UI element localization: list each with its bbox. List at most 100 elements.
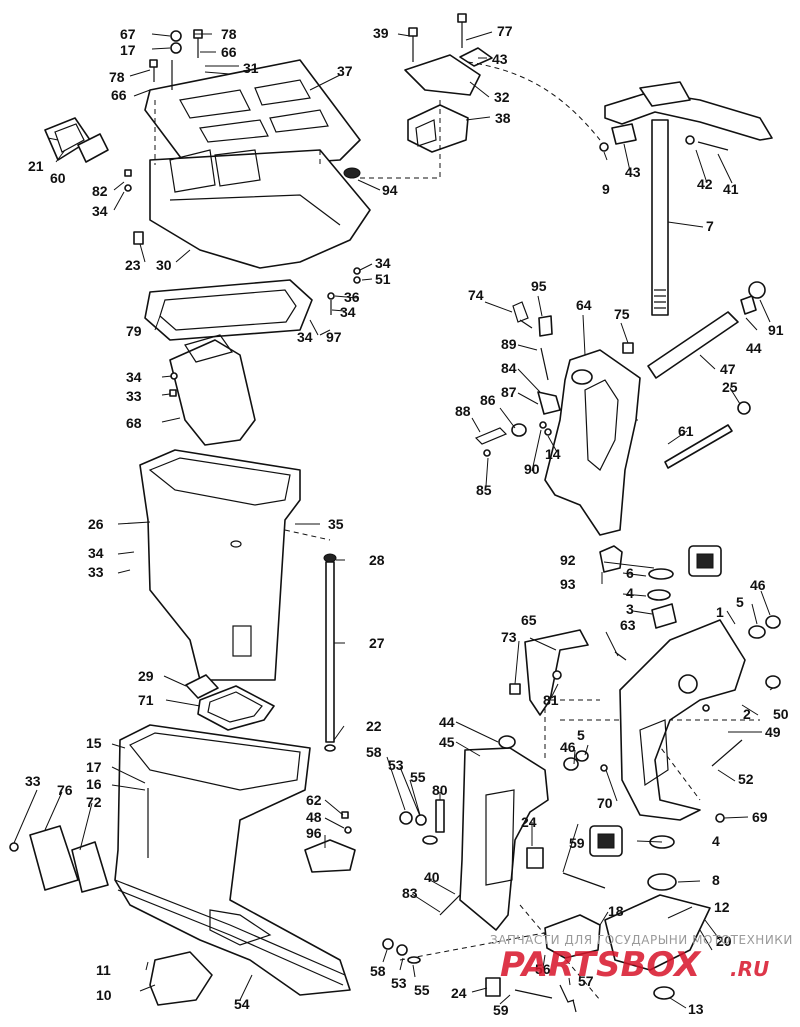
parts-4-8-12-13 (544, 835, 711, 1000)
callout-4: 4 (626, 585, 634, 601)
lower-housing-15 (114, 724, 351, 996)
bracket-32-block-38 (404, 13, 493, 153)
watermark-caption: ЗАПЧАСТИ ДЛЯ ГОСУДАРЫНИ МОТОТЕХНИКИ (490, 933, 793, 947)
callout-69: 69 (752, 809, 768, 825)
callout-34e: 34 (126, 369, 142, 385)
callout-labels: 67 17 78 66 78 66 31 37 21 60 82 34 23 3… (25, 23, 789, 1018)
callout-82: 82 (92, 183, 108, 199)
callout-86: 86 (480, 392, 496, 408)
callout-46: 46 (750, 577, 766, 593)
callout-84: 84 (501, 360, 517, 376)
callout-6: 6 (626, 565, 634, 581)
callout-34-lower: 34 (88, 545, 104, 561)
callout-25: 25 (722, 379, 738, 395)
parts-46-52-2-69-70 (509, 651, 743, 823)
callout-54: 54 (234, 996, 250, 1012)
seal-29-gasket-71 (185, 674, 275, 731)
callout-33b: 33 (88, 564, 104, 580)
callout-59b: 59 (493, 1002, 509, 1018)
callout-49: 49 (765, 724, 781, 740)
callout-78: 78 (221, 26, 237, 42)
steering-arm-and-tube-7 (599, 81, 773, 316)
callout-17: 17 (120, 42, 136, 58)
callout-18: 18 (608, 903, 624, 919)
callout-16: 16 (86, 776, 102, 792)
hardware-53-55-58-80 (382, 799, 461, 964)
callout-36: 36 (344, 289, 360, 305)
callout-58b: 58 (370, 963, 386, 979)
callout-57: 57 (578, 973, 594, 989)
callout-20: 20 (716, 933, 732, 949)
callout-21: 21 (28, 158, 44, 174)
fasteners-upper (124, 29, 361, 397)
callout-56: 56 (535, 961, 551, 977)
callout-90: 90 (524, 461, 540, 477)
callout-33c: 33 (25, 773, 41, 789)
exhaust-housing-26 (139, 449, 301, 681)
callout-34d: 34 (297, 329, 313, 345)
callout-51: 51 (375, 271, 391, 287)
shaft-47-and-rod-61 (647, 281, 766, 469)
callout-26: 26 (88, 516, 104, 532)
callout-12: 12 (714, 899, 730, 915)
callout-28: 28 (369, 552, 385, 568)
callout-5b: 5 (577, 727, 585, 743)
callout-53: 53 (388, 757, 404, 773)
callout-59: 59 (569, 835, 585, 851)
part-96 (304, 811, 356, 873)
callout-53b: 53 (391, 975, 407, 991)
callout-13: 13 (688, 1001, 704, 1017)
callout-79: 79 (126, 323, 142, 339)
callout-22: 22 (366, 718, 382, 734)
callout-46b: 46 (560, 739, 576, 755)
callout-88: 88 (455, 403, 471, 419)
callout-62: 62 (306, 792, 322, 808)
callout-64: 64 (576, 297, 592, 313)
callout-24b: 24 (451, 985, 467, 1001)
callout-83: 83 (402, 885, 418, 901)
callout-95: 95 (531, 278, 547, 294)
callout-80: 80 (432, 782, 448, 798)
icon-box-top (688, 545, 722, 577)
callout-8: 8 (712, 872, 720, 888)
callout-29: 29 (138, 668, 154, 684)
callout-78b: 78 (109, 69, 125, 85)
callout-92: 92 (560, 552, 576, 568)
callout-71: 71 (138, 692, 154, 708)
callout-7: 7 (706, 218, 714, 234)
bracket-65 (524, 629, 589, 716)
gasket-60 (77, 133, 109, 163)
water-tube-27 (323, 553, 337, 752)
callout-58: 58 (366, 744, 382, 760)
clamp-bracket-1 (619, 619, 746, 821)
callout-17b: 17 (86, 759, 102, 775)
callout-70: 70 (597, 795, 613, 811)
callout-1: 1 (716, 604, 724, 620)
callout-77: 77 (497, 23, 513, 39)
callout-66: 66 (221, 44, 237, 60)
callout-11: 11 (96, 962, 111, 978)
callout-2: 2 (743, 706, 751, 722)
callout-30: 30 (156, 257, 172, 273)
exhaust-housing-68 (169, 334, 256, 446)
callout-27: 27 (369, 635, 385, 651)
parts-92-6-4-3-5 (599, 545, 781, 689)
callout-50: 50 (773, 706, 789, 722)
watermark-logo: PARTSBOX (500, 945, 702, 985)
callout-44: 44 (746, 340, 762, 356)
callout-93: 93 (560, 576, 576, 592)
callout-39: 39 (373, 25, 389, 41)
callout-32: 32 (494, 89, 510, 105)
callout-41: 41 (723, 181, 739, 197)
leader-lines (13, 31, 774, 1009)
callout-66b: 66 (111, 87, 127, 103)
callout-33: 33 (126, 388, 142, 404)
watermark-domain: .RU (730, 957, 769, 981)
callout-5: 5 (736, 594, 744, 610)
callout-35: 35 (328, 516, 344, 532)
callout-96: 96 (306, 825, 322, 841)
callout-40: 40 (424, 869, 440, 885)
stern-bracket-45 (459, 735, 549, 931)
callout-43: 43 (492, 51, 508, 67)
callout-47: 47 (720, 361, 736, 377)
